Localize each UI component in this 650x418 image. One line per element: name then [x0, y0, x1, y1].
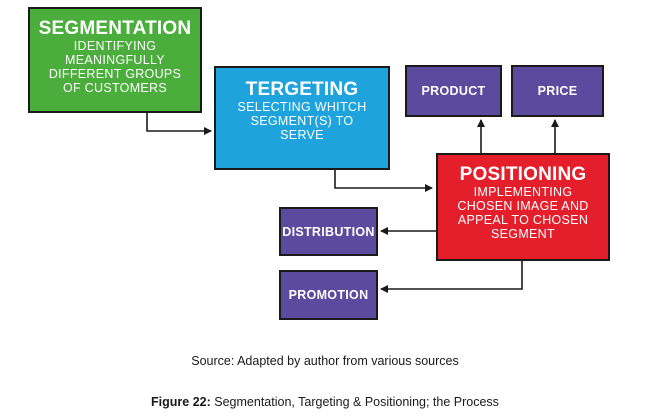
positioning-desc-line-3: APPEAL TO CHOSEN — [457, 213, 589, 227]
positioning-desc-line-2: CHOSEN IMAGE AND — [457, 199, 589, 213]
arrow-segmentation-to-targeting — [146, 113, 212, 135]
segmentation-desc-line-2: MEANINGFULLY — [65, 53, 165, 67]
figure-caption: Figure 22: Segmentation, Targeting & Pos… — [0, 395, 650, 409]
positioning-title: POSITIONING — [459, 164, 587, 185]
figure-caption-text: Segmentation, Targeting & Positioning; t… — [210, 395, 499, 409]
segmentation-title: SEGMENTATION — [38, 18, 192, 39]
segmentation-desc-line-4: OF CUSTOMERS — [62, 81, 168, 95]
segmentation-desc-line-3: DIFFERENT GROUPS — [48, 67, 182, 81]
targeting-desc-line-1: SELECTING WHITCH — [237, 100, 367, 114]
targeting-desc-line-2: SEGMENT(S) TO — [250, 114, 354, 128]
figure-caption-label: Figure 22: — [151, 395, 211, 409]
source-note: Source: Adapted by author from various s… — [191, 354, 459, 368]
arrow-positioning-to-promotion — [380, 261, 523, 293]
promotion-box: PROMOTION — [279, 270, 378, 320]
positioning-box: POSITIONING IMPLEMENTING CHOSEN IMAGE AN… — [436, 153, 610, 261]
segmentation-box: SEGMENTATION IDENTIFYING MEANINGFULLY DI… — [28, 7, 202, 113]
product-box: PRODUCT — [405, 65, 502, 117]
arrow-targeting-to-positioning — [334, 170, 433, 192]
targeting-box: TERGETING SELECTING WHITCH SEGMENT(S) TO… — [214, 66, 390, 170]
positioning-desc-line-1: IMPLEMENTING — [473, 185, 573, 199]
price-box: PRICE — [511, 65, 604, 117]
distribution-box: DISTRIBUTION — [279, 207, 378, 256]
targeting-desc-line-3: SERVE — [280, 128, 324, 142]
targeting-title: TERGETING — [245, 79, 359, 100]
segmentation-desc-line-1: IDENTIFYING — [73, 39, 157, 53]
positioning-desc-line-4: SEGMENT — [491, 227, 555, 241]
